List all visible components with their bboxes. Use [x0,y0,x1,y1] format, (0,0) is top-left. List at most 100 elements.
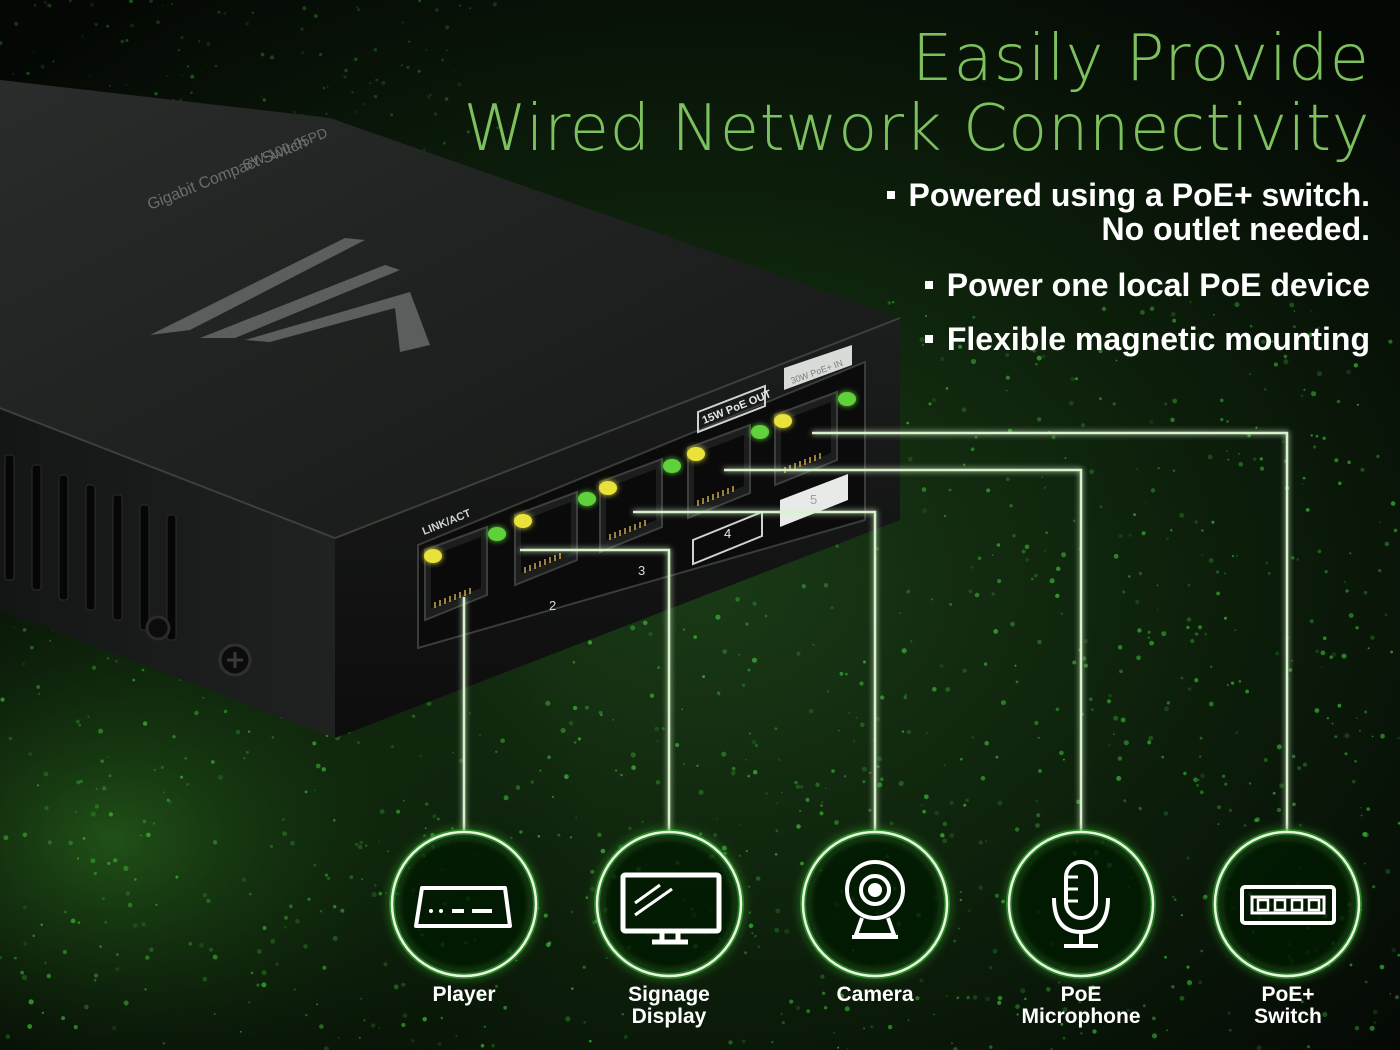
particle [295,918,300,924]
particle [1220,417,1224,422]
particle [744,951,747,955]
particle [1068,400,1074,406]
particle [1393,528,1398,533]
particle [453,70,455,73]
particle [741,683,746,687]
particle [771,1041,774,1044]
particle [20,970,24,975]
particle [1187,687,1192,691]
particle [149,0,153,3]
particle [98,728,104,734]
particle [358,1036,361,1039]
particle [796,651,801,656]
particle [68,0,72,3]
particle [1049,578,1055,584]
particle [992,948,998,954]
connection-line [812,431,1289,832]
particle [1349,552,1352,555]
particle [1293,310,1296,312]
particle [1346,369,1351,375]
particle [1390,501,1396,506]
particle [1272,791,1276,795]
particle [444,97,449,101]
particle [972,315,976,319]
particle [73,1025,78,1030]
particle [738,653,741,656]
particle [1379,964,1385,970]
particle [256,949,262,954]
particle [1234,629,1237,631]
particle [315,763,321,769]
particle [1082,656,1087,661]
device-circles [389,829,1362,979]
particle [1351,779,1356,784]
feature-item: Powered using a PoE+ switch. No outlet n… [886,178,1370,246]
particle [468,712,472,715]
particle [577,737,582,741]
particle [326,876,331,880]
particle [572,660,576,664]
particle [1307,1045,1310,1049]
particle [1224,616,1227,620]
feature-item: Flexible magnetic mounting [887,322,1370,356]
particle [985,996,990,1002]
bullet-square-icon [924,334,933,343]
particle [1031,577,1034,581]
particle [77,921,81,924]
particle [369,81,372,85]
particle [1056,566,1061,571]
particle [324,873,329,877]
particle [877,756,883,762]
particle [515,785,521,790]
particle [30,645,34,650]
particle [378,1027,381,1029]
particle [1123,740,1129,746]
particle [863,1027,865,1030]
particle [385,892,387,894]
port-number-4: 4 [724,526,731,541]
particle [654,726,659,732]
particle [1038,769,1042,773]
signage-display-icon [620,872,722,945]
particle [1308,332,1314,338]
particle [495,750,498,753]
particle [716,691,721,695]
particle [1324,570,1328,574]
particle [776,802,778,805]
particle [1183,771,1187,776]
particle [543,913,548,918]
particle [1235,554,1239,558]
particle [823,583,829,588]
particle [1147,630,1151,634]
particle [113,858,118,863]
particle [934,810,939,816]
particle [1166,537,1169,541]
particle [130,23,134,28]
device-label-signage-display: Signage Display [628,983,710,1028]
particle [1025,557,1030,562]
particle [1360,806,1362,809]
particle [1370,635,1375,640]
particle [621,1013,624,1016]
particle [1164,402,1168,406]
particle [1142,1004,1146,1008]
particle [974,592,980,598]
particle [949,603,953,606]
particle [28,752,33,756]
feature-list: Powered using a PoE+ switch. No outlet n… [886,178,1370,378]
particle [260,52,265,57]
particle [1235,731,1238,734]
particle [0,41,3,46]
particle [748,923,754,929]
particle [1138,806,1142,811]
particle [1300,394,1304,398]
particle [401,982,406,987]
particle [988,966,993,970]
particle [333,905,337,909]
particle [1354,1025,1360,1031]
particle [984,740,989,746]
particle [1208,701,1214,707]
particle [972,995,978,1000]
particle [341,74,343,77]
